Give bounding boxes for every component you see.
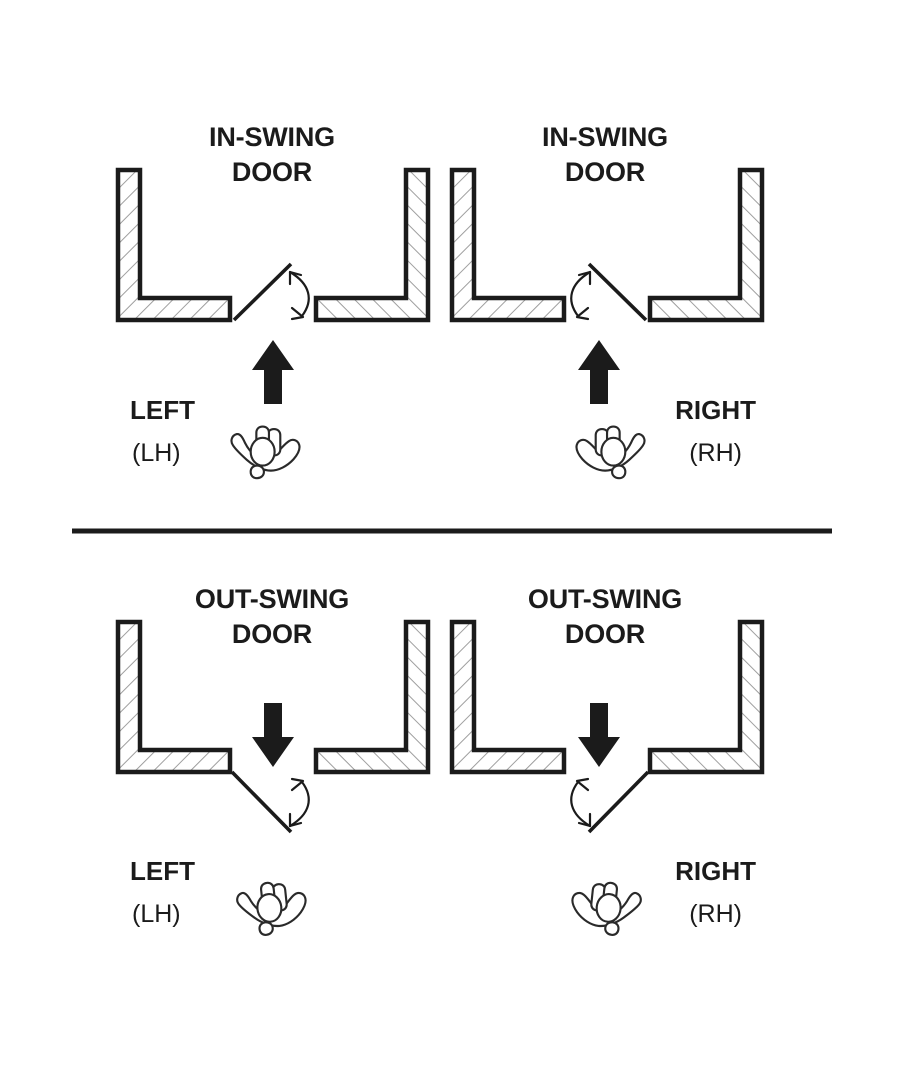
wall-right — [316, 622, 428, 772]
wall-left — [118, 170, 230, 320]
panel-title-line2: DOOR — [565, 619, 645, 649]
panel-in-swing-right: IN-SWING DOOR RIGHT (RH) — [452, 122, 762, 480]
hand-label: LEFT — [130, 395, 195, 425]
swing-arc-icon — [570, 777, 592, 828]
door-leaf-line — [587, 770, 650, 834]
panel-title-line1: OUT-SWING — [195, 584, 349, 614]
panel-title-line1: OUT-SWING — [528, 584, 682, 614]
hand-sublabel: (RH) — [689, 439, 742, 467]
panel-title-line2: DOOR — [232, 619, 312, 649]
panel-title-line2: DOOR — [232, 157, 312, 187]
right-hand-palm-icon — [575, 425, 646, 480]
wall-right — [650, 170, 762, 320]
panel-in-swing-left: IN-SWING DOOR LEFT (LH) — [118, 122, 428, 480]
door-leaf-line — [232, 262, 293, 322]
panel-out-swing-left: OUT-SWING DOOR LEFT (LH) — [118, 584, 428, 939]
down-arrow-icon — [252, 703, 294, 767]
swing-arc-icon — [570, 270, 592, 321]
up-arrow-icon — [252, 340, 294, 404]
door-leaf-line — [230, 770, 293, 834]
hand-label: RIGHT — [675, 395, 756, 425]
hand-label: LEFT — [130, 856, 195, 886]
panel-out-swing-right: OUT-SWING DOOR RIGHT (RH) — [452, 584, 762, 939]
wall-right — [316, 170, 428, 320]
wall-left — [452, 170, 564, 320]
panel-title-line2: DOOR — [565, 157, 645, 187]
wall-right — [650, 622, 762, 772]
panel-title-line1: IN-SWING — [542, 122, 668, 152]
hand-sublabel: (RH) — [689, 900, 742, 928]
up-arrow-icon — [578, 340, 620, 404]
hand-sublabel: (LH) — [132, 439, 181, 467]
panel-title-line1: IN-SWING — [209, 122, 335, 152]
hand-label: RIGHT — [675, 856, 756, 886]
right-hand-palm-icon — [568, 877, 644, 939]
down-arrow-icon — [578, 703, 620, 767]
left-hand-palm-icon — [234, 877, 310, 939]
wall-left — [118, 622, 230, 772]
hand-sublabel: (LH) — [132, 900, 181, 928]
swing-arc-icon — [288, 270, 310, 321]
swing-arc-icon — [288, 777, 310, 828]
wall-left — [452, 622, 564, 772]
door-leaf-line — [587, 262, 648, 322]
left-hand-palm-icon — [230, 425, 301, 480]
